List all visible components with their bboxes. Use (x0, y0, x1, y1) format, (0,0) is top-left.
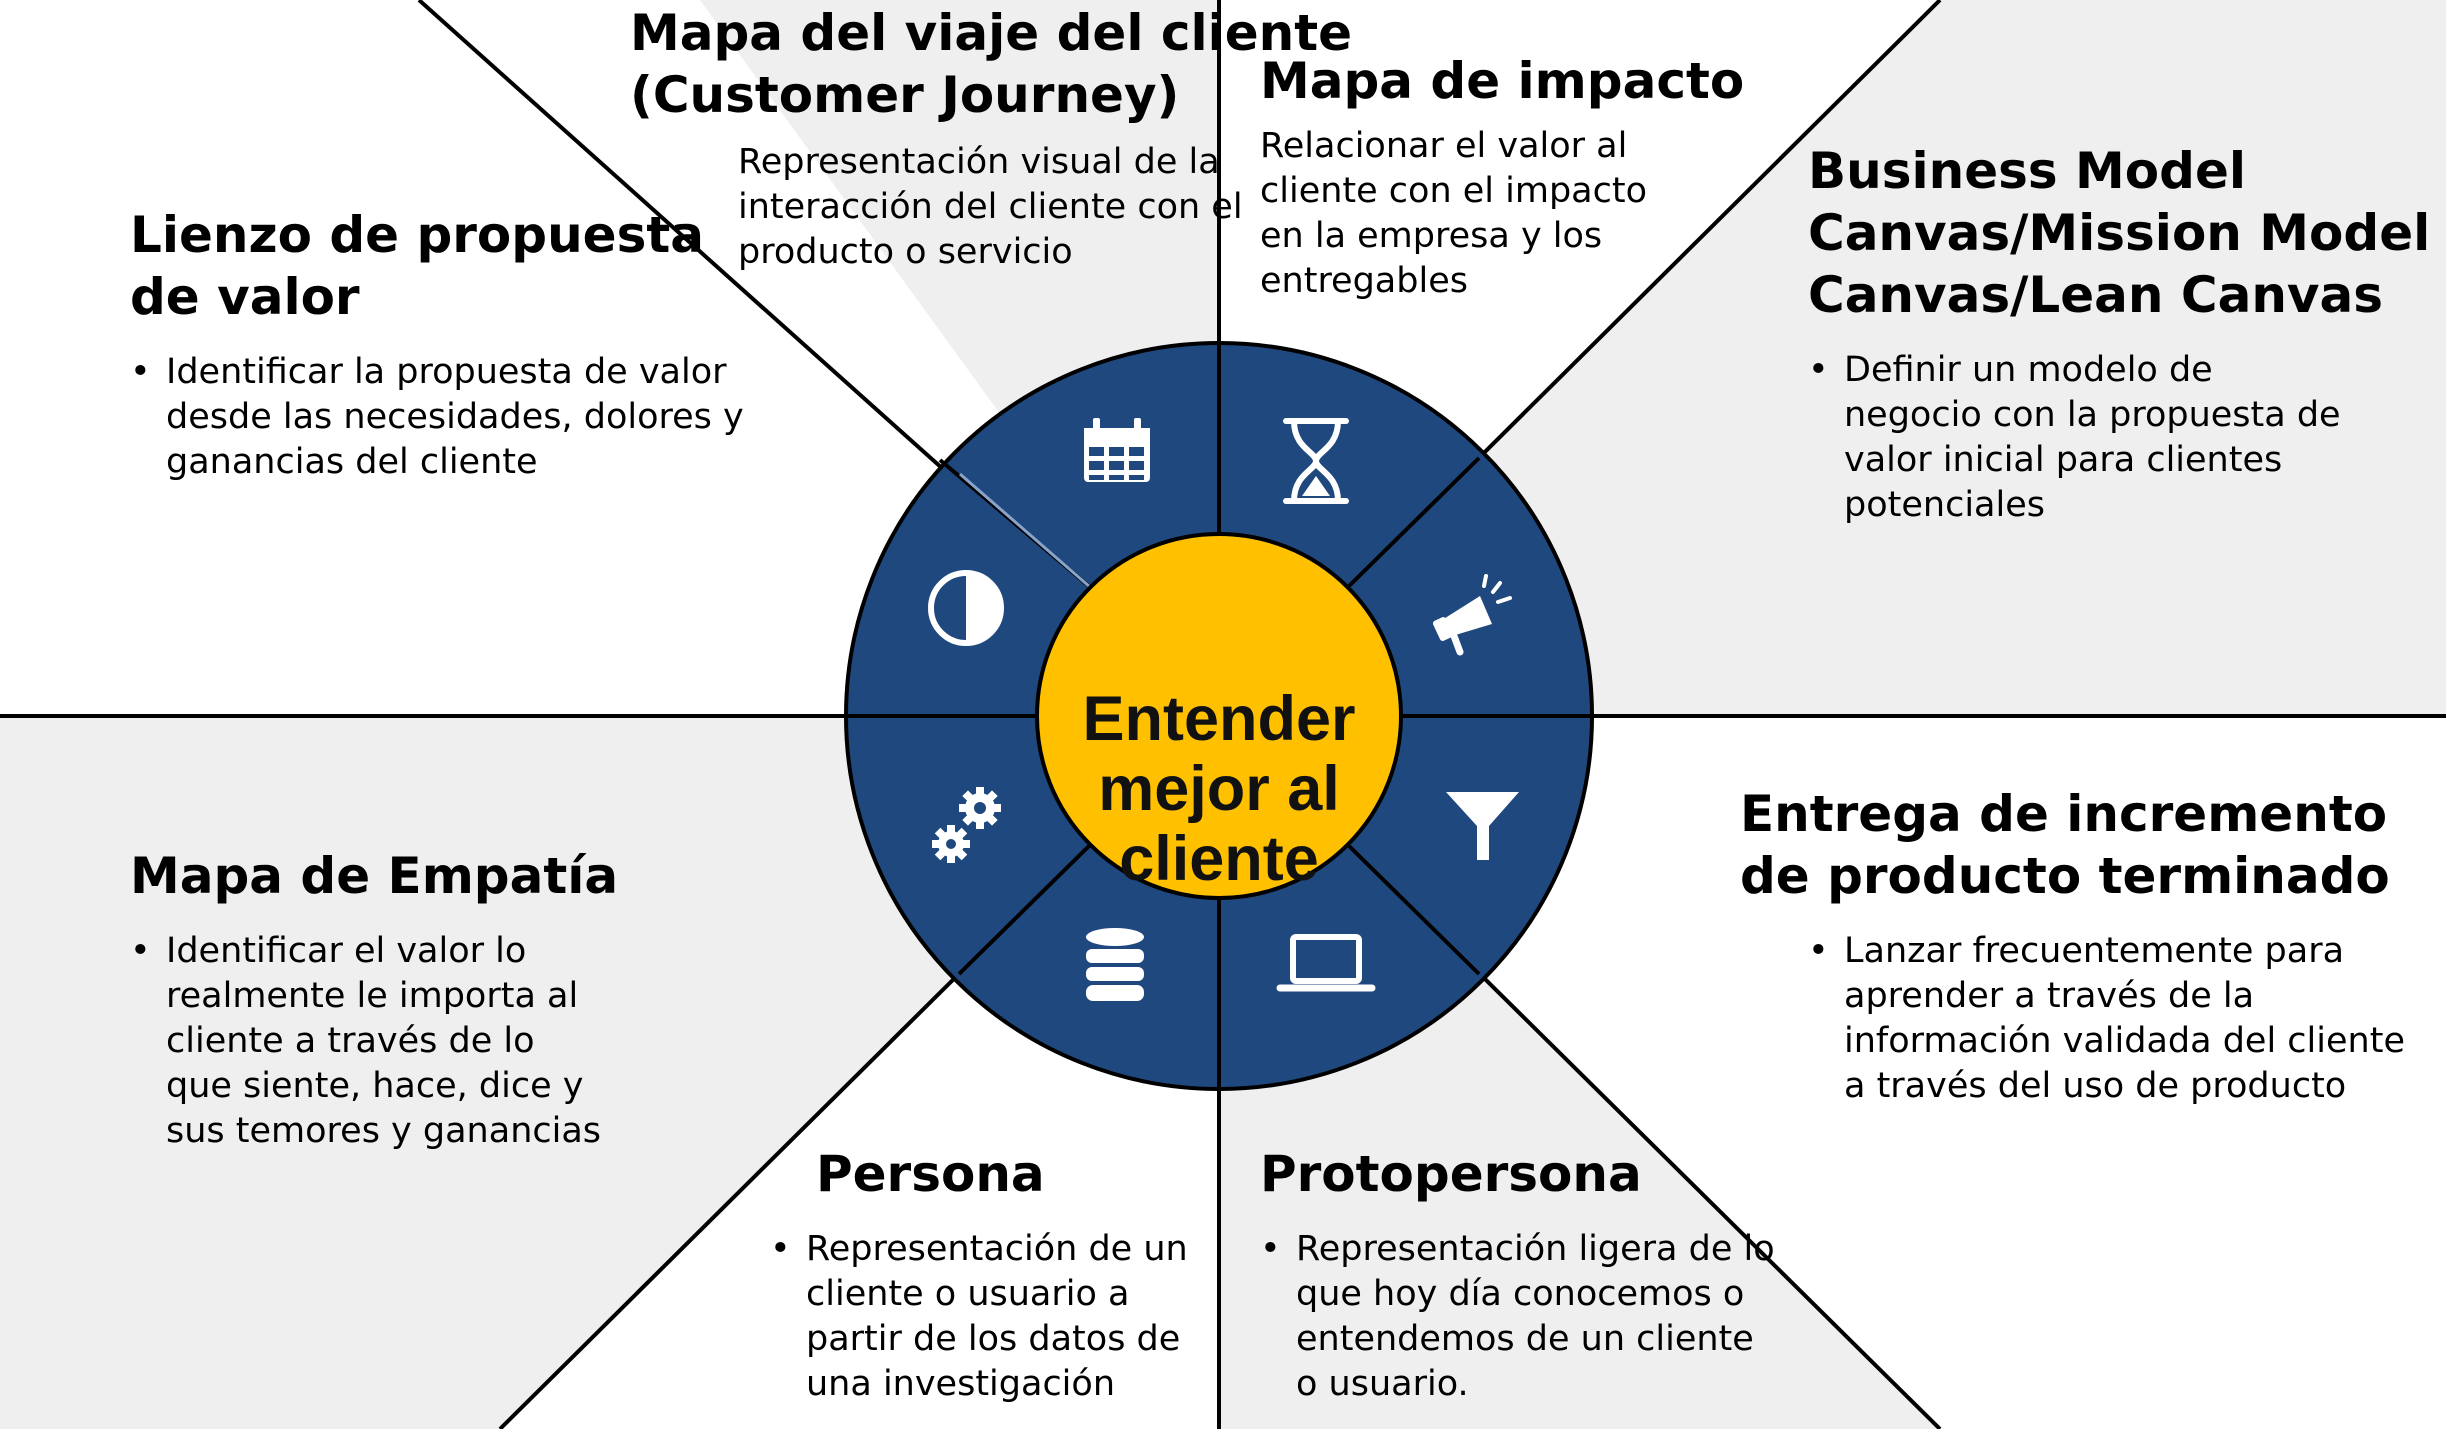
segment-description: Representación visual de la interacción … (738, 142, 1243, 272)
bullet-list: Representación ligera de lo que hoy día … (1260, 1227, 1775, 1407)
segment-title: Mapa de Empatía (130, 847, 619, 905)
segment-lienzo: Lienzo de propuesta de valor Identificar… (130, 204, 744, 485)
bullet-item: Identificar la propuesta de valor desde … (130, 350, 744, 485)
segment-journey: Mapa del viaje del cliente (Customer Jou… (630, 2, 1352, 275)
calendar-icon (1084, 418, 1150, 482)
center-circle (1035, 532, 1403, 900)
bullet-list: Identificar el valor lo realmente le imp… (130, 929, 618, 1154)
bullet-item: Representación de un cliente o usuario a… (770, 1227, 1188, 1407)
funnel-icon (1446, 792, 1519, 860)
segment-empatia: Mapa de Empatía Identificar el valor lo … (130, 845, 618, 1154)
laptop-icon (1276, 934, 1376, 992)
ring-highlight-line (959, 472, 1091, 589)
bullet-item: Lanzar frecuentemente para aprender a tr… (1808, 929, 2405, 1109)
ring-dividers (846, 343, 1592, 1089)
segment-title: Persona (816, 1145, 1045, 1203)
center-label-line: Entender (1082, 684, 1356, 754)
bullet-list: Representación de un cliente o usuario a… (770, 1227, 1188, 1407)
segment-description: Relacionar el valor al cliente con el im… (1260, 126, 1647, 301)
gears-icon (932, 787, 1001, 863)
bullet-list: Definir un modelo de negocio con la prop… (1808, 348, 2430, 528)
database-icon (1086, 928, 1144, 1001)
segment-persona: Persona Representación de un cliente o u… (770, 1143, 1188, 1407)
bullet-item: Identificar el valor lo realmente le imp… (130, 929, 618, 1154)
pie-chart-icon (928, 570, 1004, 646)
segment-title: Mapa de impacto (1260, 52, 1745, 110)
segment-impacto: Mapa de impacto Relacionar el valor al c… (1260, 50, 1744, 304)
hourglass-icon (1283, 418, 1349, 504)
segment-entrega: Entrega de incremento de producto termin… (1740, 783, 2405, 1109)
segment-title: Business Model Canvas/Mission Model Canv… (1808, 142, 2431, 324)
segment-title: Lienzo de propuesta de valor (130, 206, 704, 326)
segment-title: Protopersona (1260, 1145, 1642, 1203)
megaphone-icon (1432, 574, 1512, 656)
segment-protopersona: Protopersona Representación ligera de lo… (1260, 1143, 1775, 1407)
center-label-line: cliente (1119, 824, 1319, 894)
center-label: Entender mejor al cliente (1037, 607, 1401, 971)
bullet-item: Definir un modelo de negocio con la prop… (1808, 348, 2430, 528)
bullet-item: Representación ligera de lo que hoy día … (1260, 1227, 1775, 1407)
segment-title: Entrega de incremento de producto termin… (1740, 785, 2390, 905)
center-label-line: mejor al (1098, 754, 1340, 824)
bullet-list: Lanzar frecuentemente para aprender a tr… (1808, 929, 2405, 1109)
segment-canvas: Business Model Canvas/Mission Model Canv… (1808, 140, 2430, 528)
segment-title: Mapa del viaje del cliente (Customer Jou… (630, 4, 1353, 124)
bullet-list: Identificar la propuesta de valor desde … (130, 350, 744, 485)
